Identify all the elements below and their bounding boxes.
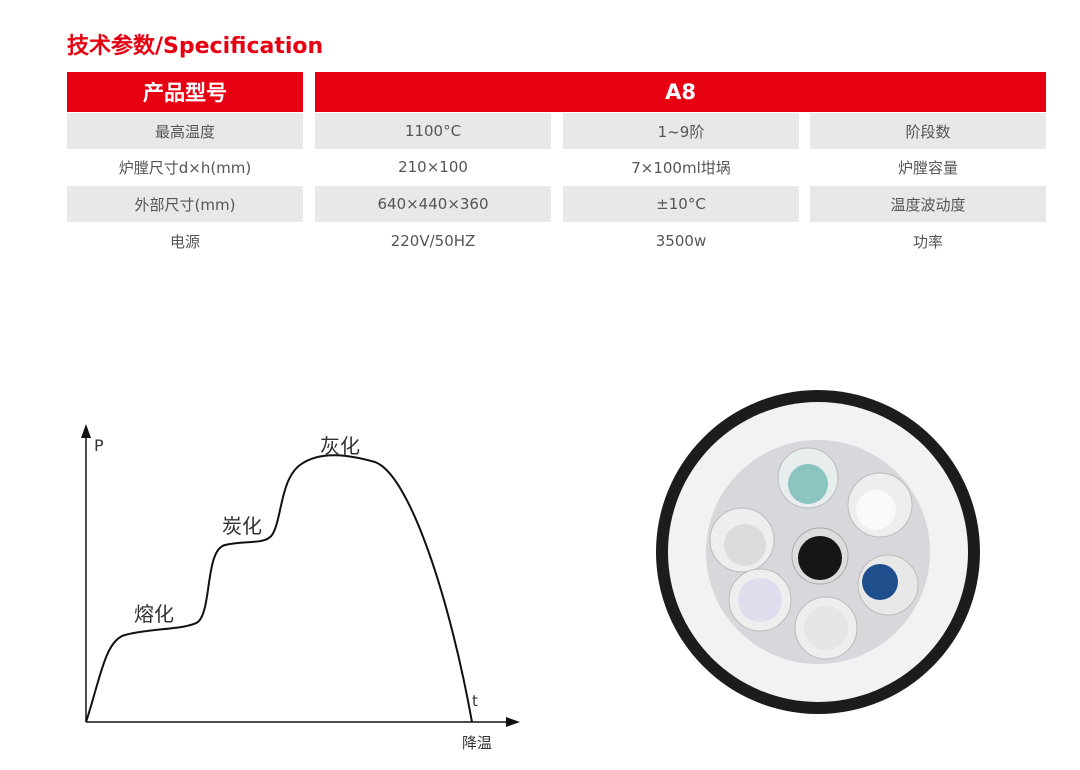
table-cell: 炉膛容量 bbox=[897, 158, 958, 177]
table-cell: 210×100 bbox=[398, 158, 468, 176]
table-cell: ±10°C bbox=[563, 186, 799, 222]
x-arrow-icon bbox=[506, 717, 520, 727]
table-cell: 电源 bbox=[169, 232, 200, 251]
table-cell: 220V/50HZ bbox=[390, 232, 476, 250]
table-cell: 1~9阶 bbox=[563, 113, 799, 149]
crucibles bbox=[709, 447, 919, 660]
table-cell: 1100°C bbox=[315, 113, 551, 149]
x-axis-label: t bbox=[472, 692, 478, 710]
section-title: 技术参数/Specification bbox=[67, 34, 324, 59]
y-arrow-icon bbox=[81, 424, 91, 438]
table-cell: 功率 bbox=[912, 232, 943, 251]
table-cell: 最高温度 bbox=[67, 113, 303, 149]
table-cell: 外部尺寸(mm) bbox=[67, 186, 303, 222]
table-cell: 炉膛尺寸d×h(mm) bbox=[118, 158, 252, 177]
table-cell: 3500w bbox=[655, 232, 707, 250]
stage-melting: 熔化 bbox=[134, 602, 174, 626]
stage-ashing: 灰化 bbox=[320, 434, 360, 458]
y-axis-label: P bbox=[94, 436, 104, 455]
table-cell: 640×440×360 bbox=[315, 186, 551, 222]
table-cell: 7×100ml坩埚 bbox=[631, 158, 731, 177]
table-cell: 阶段数 bbox=[810, 113, 1046, 149]
model-header-value: A8 bbox=[315, 72, 1046, 112]
cooling-label: 降温 bbox=[462, 734, 493, 752]
model-header-label: 产品型号 bbox=[67, 72, 303, 112]
table-cell: 温度波动度 bbox=[810, 186, 1046, 222]
stage-carbonization: 炭化 bbox=[222, 514, 262, 538]
temperature-curve bbox=[85, 454, 473, 723]
